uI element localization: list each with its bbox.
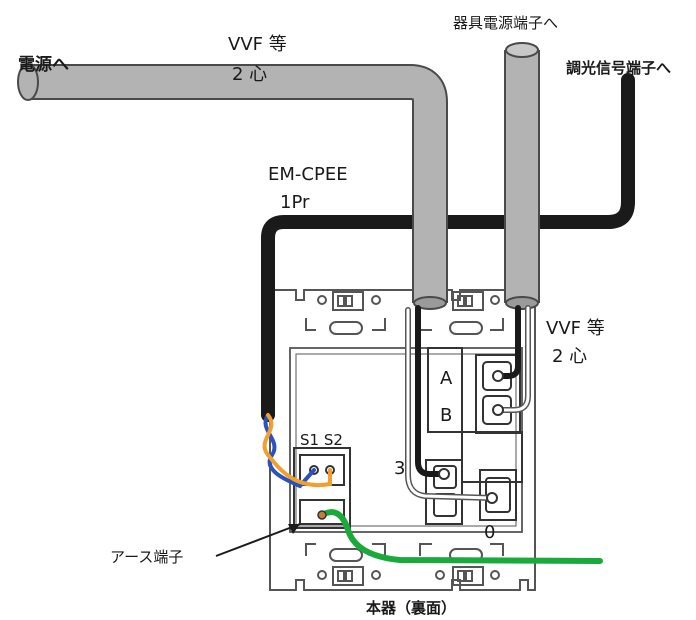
- to-power-label: 電源へ: [18, 54, 69, 75]
- vvf-top-label-line2: 2 心: [232, 64, 267, 85]
- fixture-inner-wires: [492, 305, 531, 416]
- ab30-terminal-block: [425, 347, 523, 525]
- vvf-right-label-line2: 2 心: [552, 346, 587, 367]
- vvf-right-label-line1: VVF 等: [546, 318, 605, 339]
- terminal-a-label: A: [440, 368, 453, 389]
- terminal-b-label: B: [440, 405, 452, 426]
- terminal-3-label: 3: [394, 458, 405, 479]
- em-cpee-label-line2: 1Pr: [280, 192, 310, 213]
- twisted-pair-wires: [262, 413, 332, 489]
- earth-terminal-arrow: [215, 523, 301, 557]
- power-inner-wires: [405, 305, 498, 504]
- earth-wire: [317, 509, 603, 564]
- terminal-s1s2-label: S1 S2: [300, 431, 343, 449]
- to-fixture-power-label: 器具電源端子へ: [453, 14, 558, 32]
- terminal-0-label: 0: [484, 522, 495, 543]
- em-cpee-label-line1: EM-CPEE: [268, 164, 348, 185]
- device-back-label: 本器（裏面）: [366, 599, 456, 617]
- earth-terminal-label: アース端子: [110, 548, 183, 566]
- vvf-fixture-cable: [504, 42, 540, 310]
- vvf-top-label-line1: VVF 等: [228, 34, 287, 55]
- vvf-power-cable: [17, 63, 448, 310]
- to-dimmer-signal-label: 調光信号端子へ: [566, 59, 671, 77]
